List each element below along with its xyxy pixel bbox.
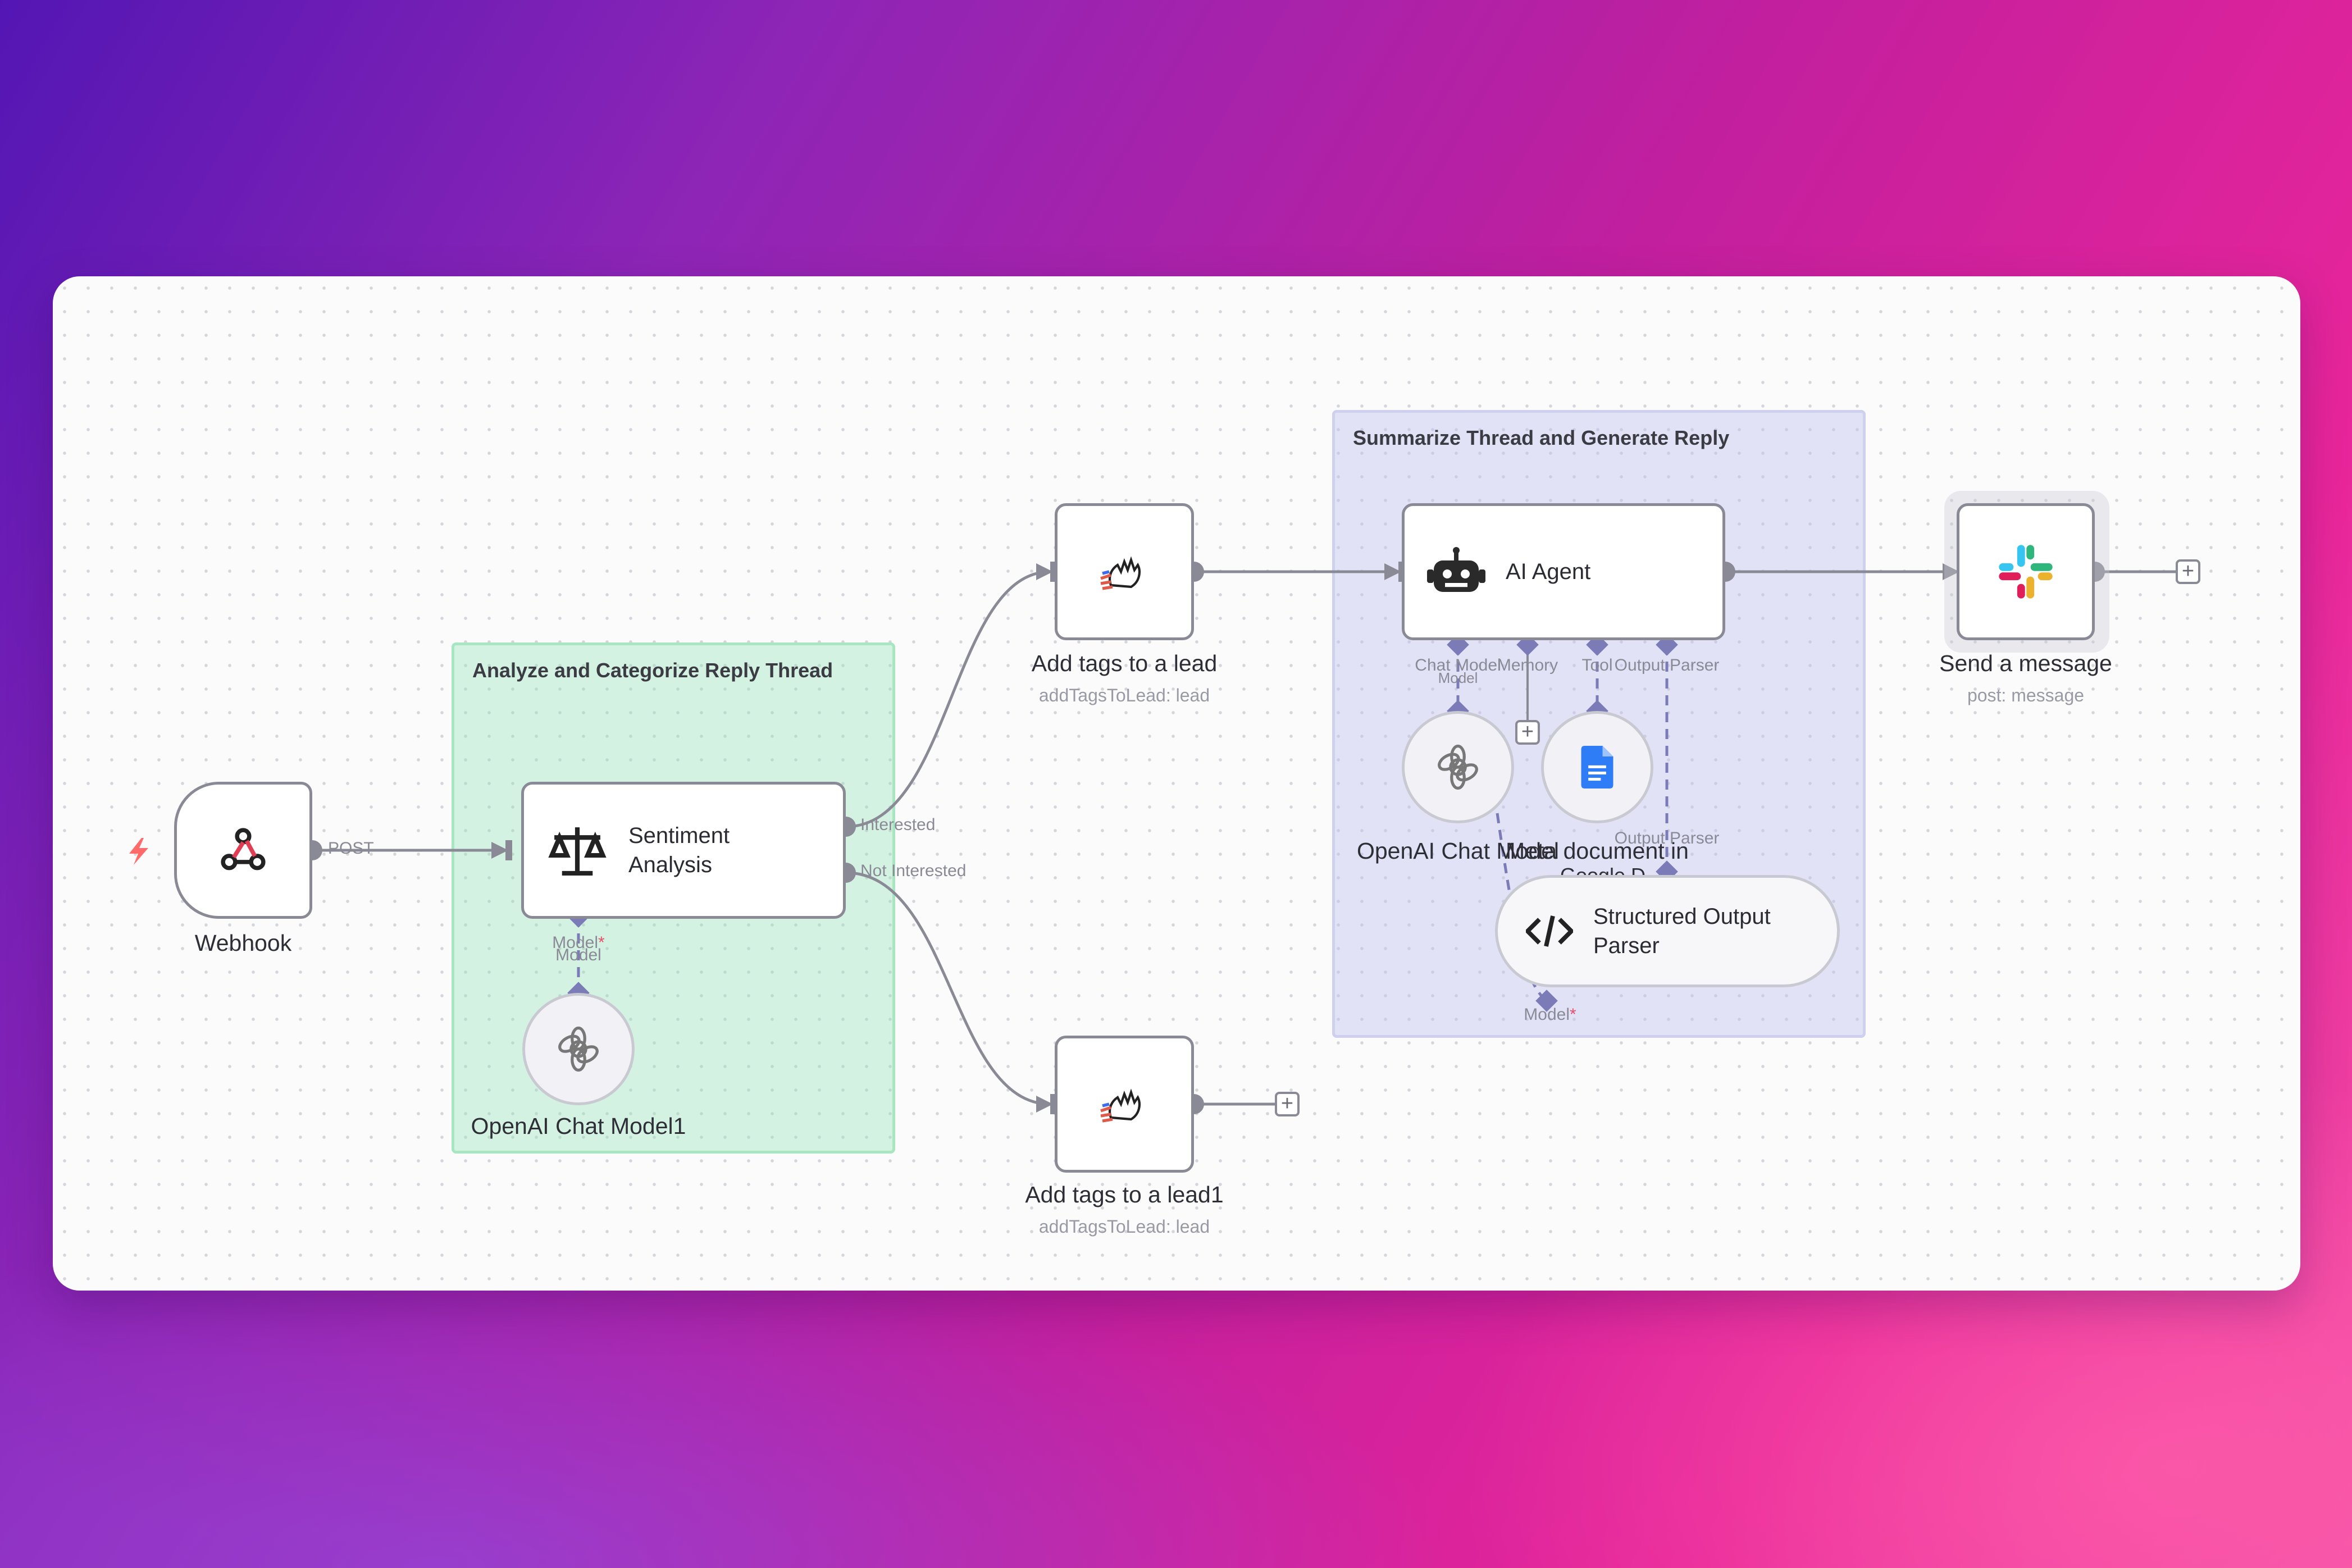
group-title: Summarize Thread and Generate Reply	[1353, 426, 1730, 449]
ai-agent-node[interactable]: AI Agent	[1402, 503, 1725, 640]
add-tags1-sublabel: addTagsToLead: lead	[1038, 1216, 1210, 1237]
add-tags1-node[interactable]	[1055, 1036, 1194, 1173]
subconnection-parser-model	[1496, 813, 1548, 1002]
hand-wave-icon	[1100, 1088, 1141, 1123]
openai-chat-model-label: OpenAI Chat Model	[1356, 838, 1560, 864]
openai-chat-model1-node[interactable]	[522, 993, 635, 1105]
connection-not-interested	[845, 871, 1053, 1113]
output-label-not-interested: Not Interested	[860, 862, 967, 880]
output-label-interested: Interested	[860, 815, 936, 834]
group-title: Analyze and Categorize Reply Thread	[472, 659, 833, 682]
sentiment-model-port-label: Model*	[552, 933, 605, 952]
google-docs-label: Meta document in	[1506, 838, 1689, 864]
memory-plus-button[interactable]: +	[1515, 720, 1540, 745]
send-message-sublabel: post: message	[1967, 685, 2085, 705]
openai-chat-model1-label: OpenAI Chat Model1	[471, 1113, 686, 1139]
send-message-node[interactable]	[1957, 503, 2095, 640]
send-message-label: Send a message	[1939, 650, 2112, 676]
add-tags-label: Add tags to a lead	[1031, 650, 1218, 676]
robot-icon	[1427, 547, 1485, 592]
webhook-output-label: POST	[328, 839, 374, 858]
webhook-node[interactable]	[174, 782, 312, 919]
balance-scale-icon	[548, 827, 607, 876]
input-handle	[505, 840, 512, 860]
parser-port-output-parser: Output Parser	[1614, 829, 1720, 847]
sentiment-analysis-title: Sentiment Analysis	[628, 823, 730, 877]
add-tags-sublabel: addTagsToLead: lead	[1038, 685, 1210, 705]
ai-agent-title: AI Agent	[1506, 559, 1591, 584]
workflow-canvas[interactable]: Analyze and Categorize Reply Thread Summ…	[53, 276, 2300, 1291]
connection-interested	[845, 563, 1053, 828]
ai-agent-port-model-small: Model	[1438, 669, 1478, 686]
add-node-plus-button[interactable]: +	[2176, 559, 2200, 584]
code-icon	[1526, 915, 1573, 947]
sentiment-analysis-node[interactable]: Sentiment Analysis	[521, 782, 846, 919]
openai-icon	[558, 1026, 599, 1072]
google-docs-node[interactable]	[1541, 711, 1653, 823]
plus-icon: +	[1521, 720, 1534, 744]
openai-icon	[1438, 744, 1478, 790]
add-tags-node[interactable]	[1055, 503, 1194, 640]
ai-agent-port-output-parser: Output Parser	[1614, 656, 1720, 674]
structured-output-parser-node[interactable]: Structured Output Parser	[1495, 875, 1840, 987]
openai-chat-model-node[interactable]	[1402, 711, 1514, 823]
sentiment-model-port-label-2: Model	[555, 946, 601, 964]
ai-agent-port-chat-model: Chat Model	[1415, 656, 1501, 674]
ai-agent-port-tool: Tool	[1581, 656, 1613, 674]
lightning-icon	[129, 838, 148, 865]
add-tags1-label: Add tags to a lead1	[1025, 1182, 1224, 1207]
plus-icon: +	[2181, 559, 2195, 583]
google-docs-label-2: Google D	[1560, 864, 1646, 876]
slack-icon	[1999, 545, 2053, 599]
parser-port-model: Model*	[1524, 1005, 1576, 1024]
add-node-plus-button[interactable]: +	[1275, 1092, 1300, 1116]
google-docs-icon	[1581, 746, 1613, 788]
port-diamond	[1535, 990, 1558, 1012]
ai-agent-port-memory: Memory	[1497, 656, 1558, 674]
webhook-label: Webhook	[194, 930, 292, 956]
webhook-icon	[221, 828, 266, 870]
hand-wave-icon	[1100, 556, 1141, 590]
structured-output-parser-title: Structured Output Parser	[1593, 904, 1771, 958]
plus-icon: +	[1280, 1092, 1294, 1115]
